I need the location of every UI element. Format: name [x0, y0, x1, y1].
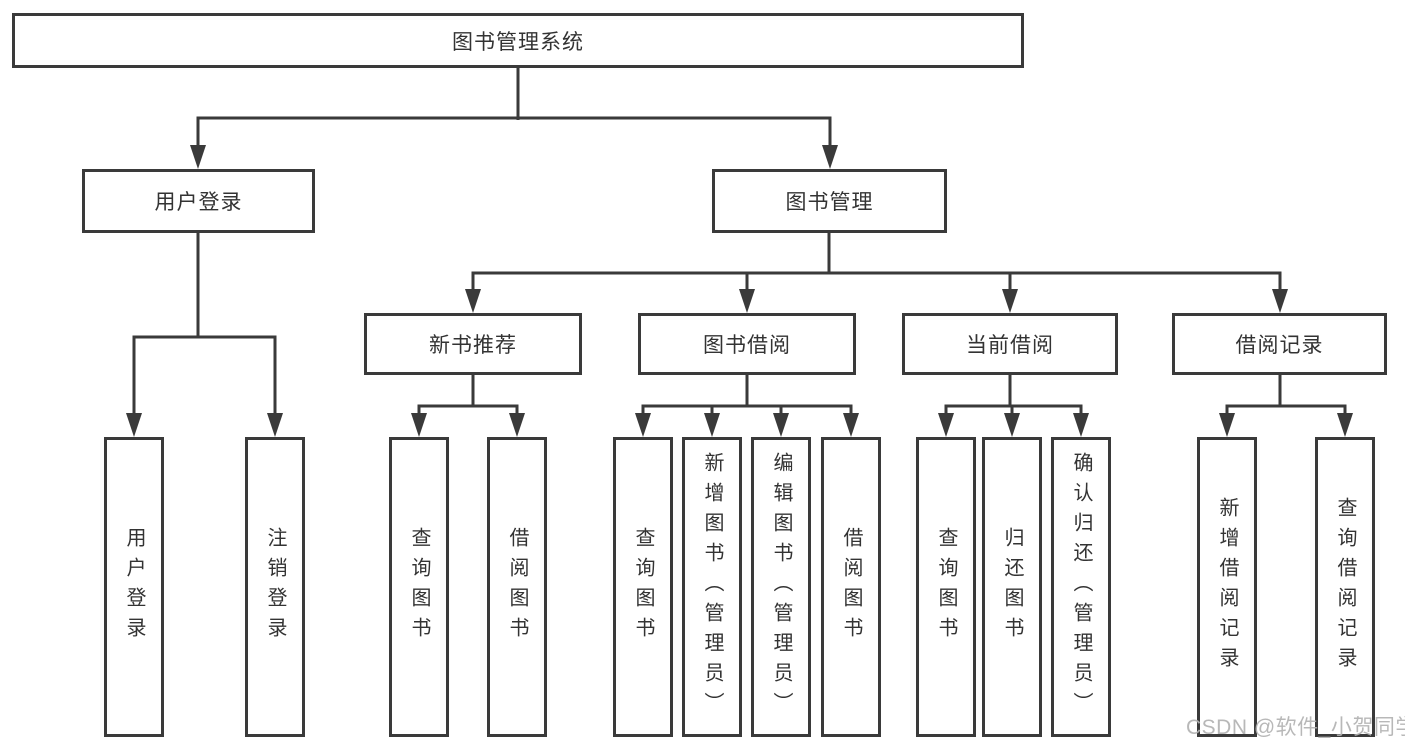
arrowhead: [1272, 289, 1288, 313]
node-library-management-system: 图书管理系统: [12, 13, 1024, 68]
arrowhead: [1002, 289, 1018, 313]
arrowhead: [704, 413, 720, 437]
edge-root-to-level2: [196, 68, 832, 150]
leaf-borrow-books: 借阅图书: [821, 437, 881, 737]
arrowhead: [773, 413, 789, 437]
arrowhead: [1073, 413, 1089, 437]
arrowhead: [1004, 413, 1020, 437]
arrowhead: [267, 413, 283, 437]
edge-current-to-leaves: [944, 375, 1083, 418]
arrowhead: [635, 413, 651, 437]
node-book-management: 图书管理: [712, 169, 947, 233]
arrowhead: [938, 413, 954, 437]
csdn-watermark: CSDN @软件_小贺同学: [1186, 716, 1405, 739]
node-book-borrow: 图书借阅: [638, 313, 856, 375]
arrowhead: [411, 413, 427, 437]
leaf-query-books-recommend: 查询图书: [389, 437, 449, 737]
edge-login-to-leaves: [132, 233, 277, 418]
leaf-return-books: 归还图书: [982, 437, 1042, 737]
leaf-logout: 注销登录: [245, 437, 305, 737]
edge-newbook-to-leaves: [417, 375, 519, 418]
edge-manage-to-level3: [471, 233, 1282, 293]
edge-borrow-to-leaves: [641, 375, 853, 418]
arrowhead: [739, 289, 755, 313]
leaf-query-borrow-record: 查询借阅记录: [1315, 437, 1375, 737]
arrowhead: [509, 413, 525, 437]
node-user-login: 用户登录: [82, 169, 315, 233]
arrowhead: [1219, 413, 1235, 437]
leaf-confirm-return-admin: 确认归还（管理员）: [1051, 437, 1111, 737]
leaf-query-books-borrow: 查询图书: [613, 437, 673, 737]
node-new-book-recommend: 新书推荐: [364, 313, 582, 375]
arrowhead: [1337, 413, 1353, 437]
arrowhead: [190, 145, 206, 169]
edge-records-to-leaves: [1225, 375, 1347, 418]
arrowhead: [822, 145, 838, 169]
leaf-query-books-current: 查询图书: [916, 437, 976, 737]
leaf-borrow-books-recommend: 借阅图书: [487, 437, 547, 737]
leaf-edit-books-admin: 编辑图书（管理员）: [751, 437, 811, 737]
node-borrow-records: 借阅记录: [1172, 313, 1387, 375]
arrowhead: [465, 289, 481, 313]
leaf-add-books-admin: 新增图书（管理员）: [682, 437, 742, 737]
leaf-add-borrow-record: 新增借阅记录: [1197, 437, 1257, 737]
arrowhead: [843, 413, 859, 437]
node-current-borrow: 当前借阅: [902, 313, 1118, 375]
arrowhead: [126, 413, 142, 437]
leaf-user-login: 用户登录: [104, 437, 164, 737]
